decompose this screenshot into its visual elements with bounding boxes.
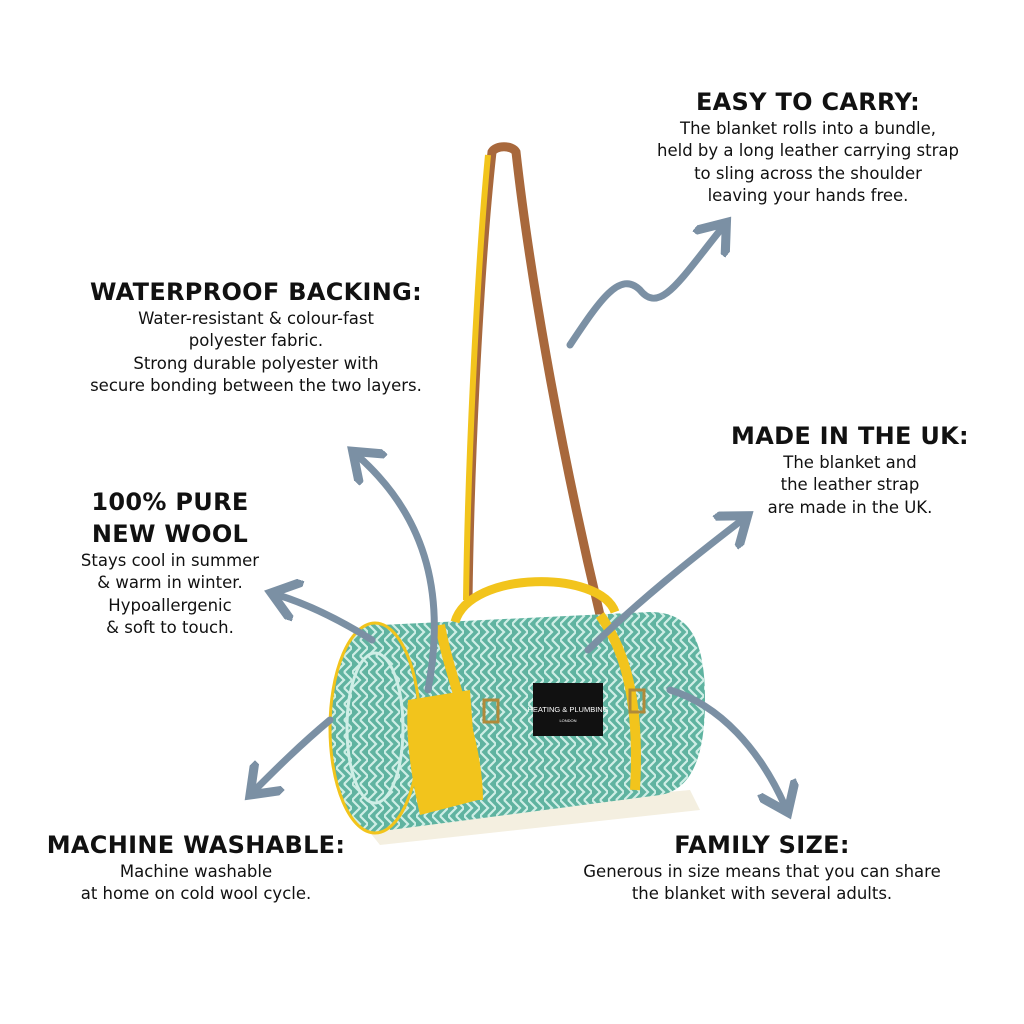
feature-text: are made in the UK.	[767, 497, 933, 517]
strap-yellow-edge	[463, 154, 491, 601]
handle	[450, 577, 620, 624]
feature-text: secure bonding between the two layers.	[90, 375, 422, 395]
buckle-left	[482, 698, 500, 724]
feature-title: 100% PURE	[91, 488, 249, 516]
feature-family-size: FAMILY SIZE: Generous in size means that…	[583, 829, 940, 906]
feature-text: at home on cold wool cycle.	[80, 884, 312, 904]
feature-text: & soft to touch.	[106, 617, 234, 637]
feature-title: NEW WOOL	[91, 520, 249, 548]
feature-waterproof: WATERPROOF BACKING: Water-resistant & co…	[90, 276, 422, 397]
feature-text: & warm in winter.	[97, 573, 243, 593]
yellow-backing-flap	[407, 690, 478, 815]
feature-title: MADE IN THE UK:	[731, 422, 969, 450]
feature-wool: 100% PURE NEW WOOL Stays cool in summer …	[81, 486, 259, 639]
brand-label-city: LONDON	[559, 718, 576, 723]
feature-text: Water-resistant & colour-fast	[138, 309, 374, 328]
feature-text: The blanket and	[783, 453, 917, 472]
brand-label-text: HEATING & PLUMBING	[527, 705, 608, 714]
arrow-easy-to-carry-icon	[566, 228, 722, 349]
feature-easy-to-carry: EASY TO CARRY: The blanket rolls into a …	[657, 86, 959, 207]
feature-text: polyester fabric.	[188, 331, 324, 351]
feature-text: Machine washable	[119, 862, 273, 881]
feature-text: Stays cool in summer	[80, 551, 260, 570]
arrow-family-icon	[666, 686, 785, 806]
feature-text: The blanket rolls into a bundle,	[680, 119, 936, 138]
buckle-strap-left	[435, 624, 483, 801]
arrow-waterproof-icon	[358, 456, 438, 694]
feature-text: Strong durable polyester with	[133, 353, 379, 373]
feature-title: MACHINE WASHABLE:	[46, 831, 346, 859]
feature-machine-washable: MACHINE WASHABLE: Machine washable at ho…	[47, 829, 346, 906]
fringe	[360, 790, 700, 845]
brand-label	[533, 683, 603, 736]
feature-text: held by a long leather carrying strap	[657, 141, 959, 161]
feature-text: to sling across the shoulder	[694, 163, 922, 183]
feature-text: the blanket with several adults.	[631, 884, 893, 904]
feature-text: Hypoallergenic	[108, 595, 232, 615]
buckle-right	[628, 688, 646, 714]
feature-text: leaving your hands free.	[707, 185, 909, 205]
feature-text: Generous in size means that you can shar…	[583, 862, 941, 881]
arrow-uk-icon	[584, 520, 742, 654]
arrow-washable-icon	[255, 716, 334, 790]
feature-made-in-uk: MADE IN THE UK: The blanket and the leat…	[731, 420, 969, 519]
feature-text: the leather strap	[780, 475, 920, 495]
feature-title: WATERPROOF BACKING:	[89, 278, 423, 306]
feature-title: FAMILY SIZE:	[674, 831, 850, 859]
arrow-wool-icon	[278, 595, 376, 644]
feature-title: EASY TO CARRY:	[695, 88, 921, 116]
leather-strap	[463, 142, 605, 617]
